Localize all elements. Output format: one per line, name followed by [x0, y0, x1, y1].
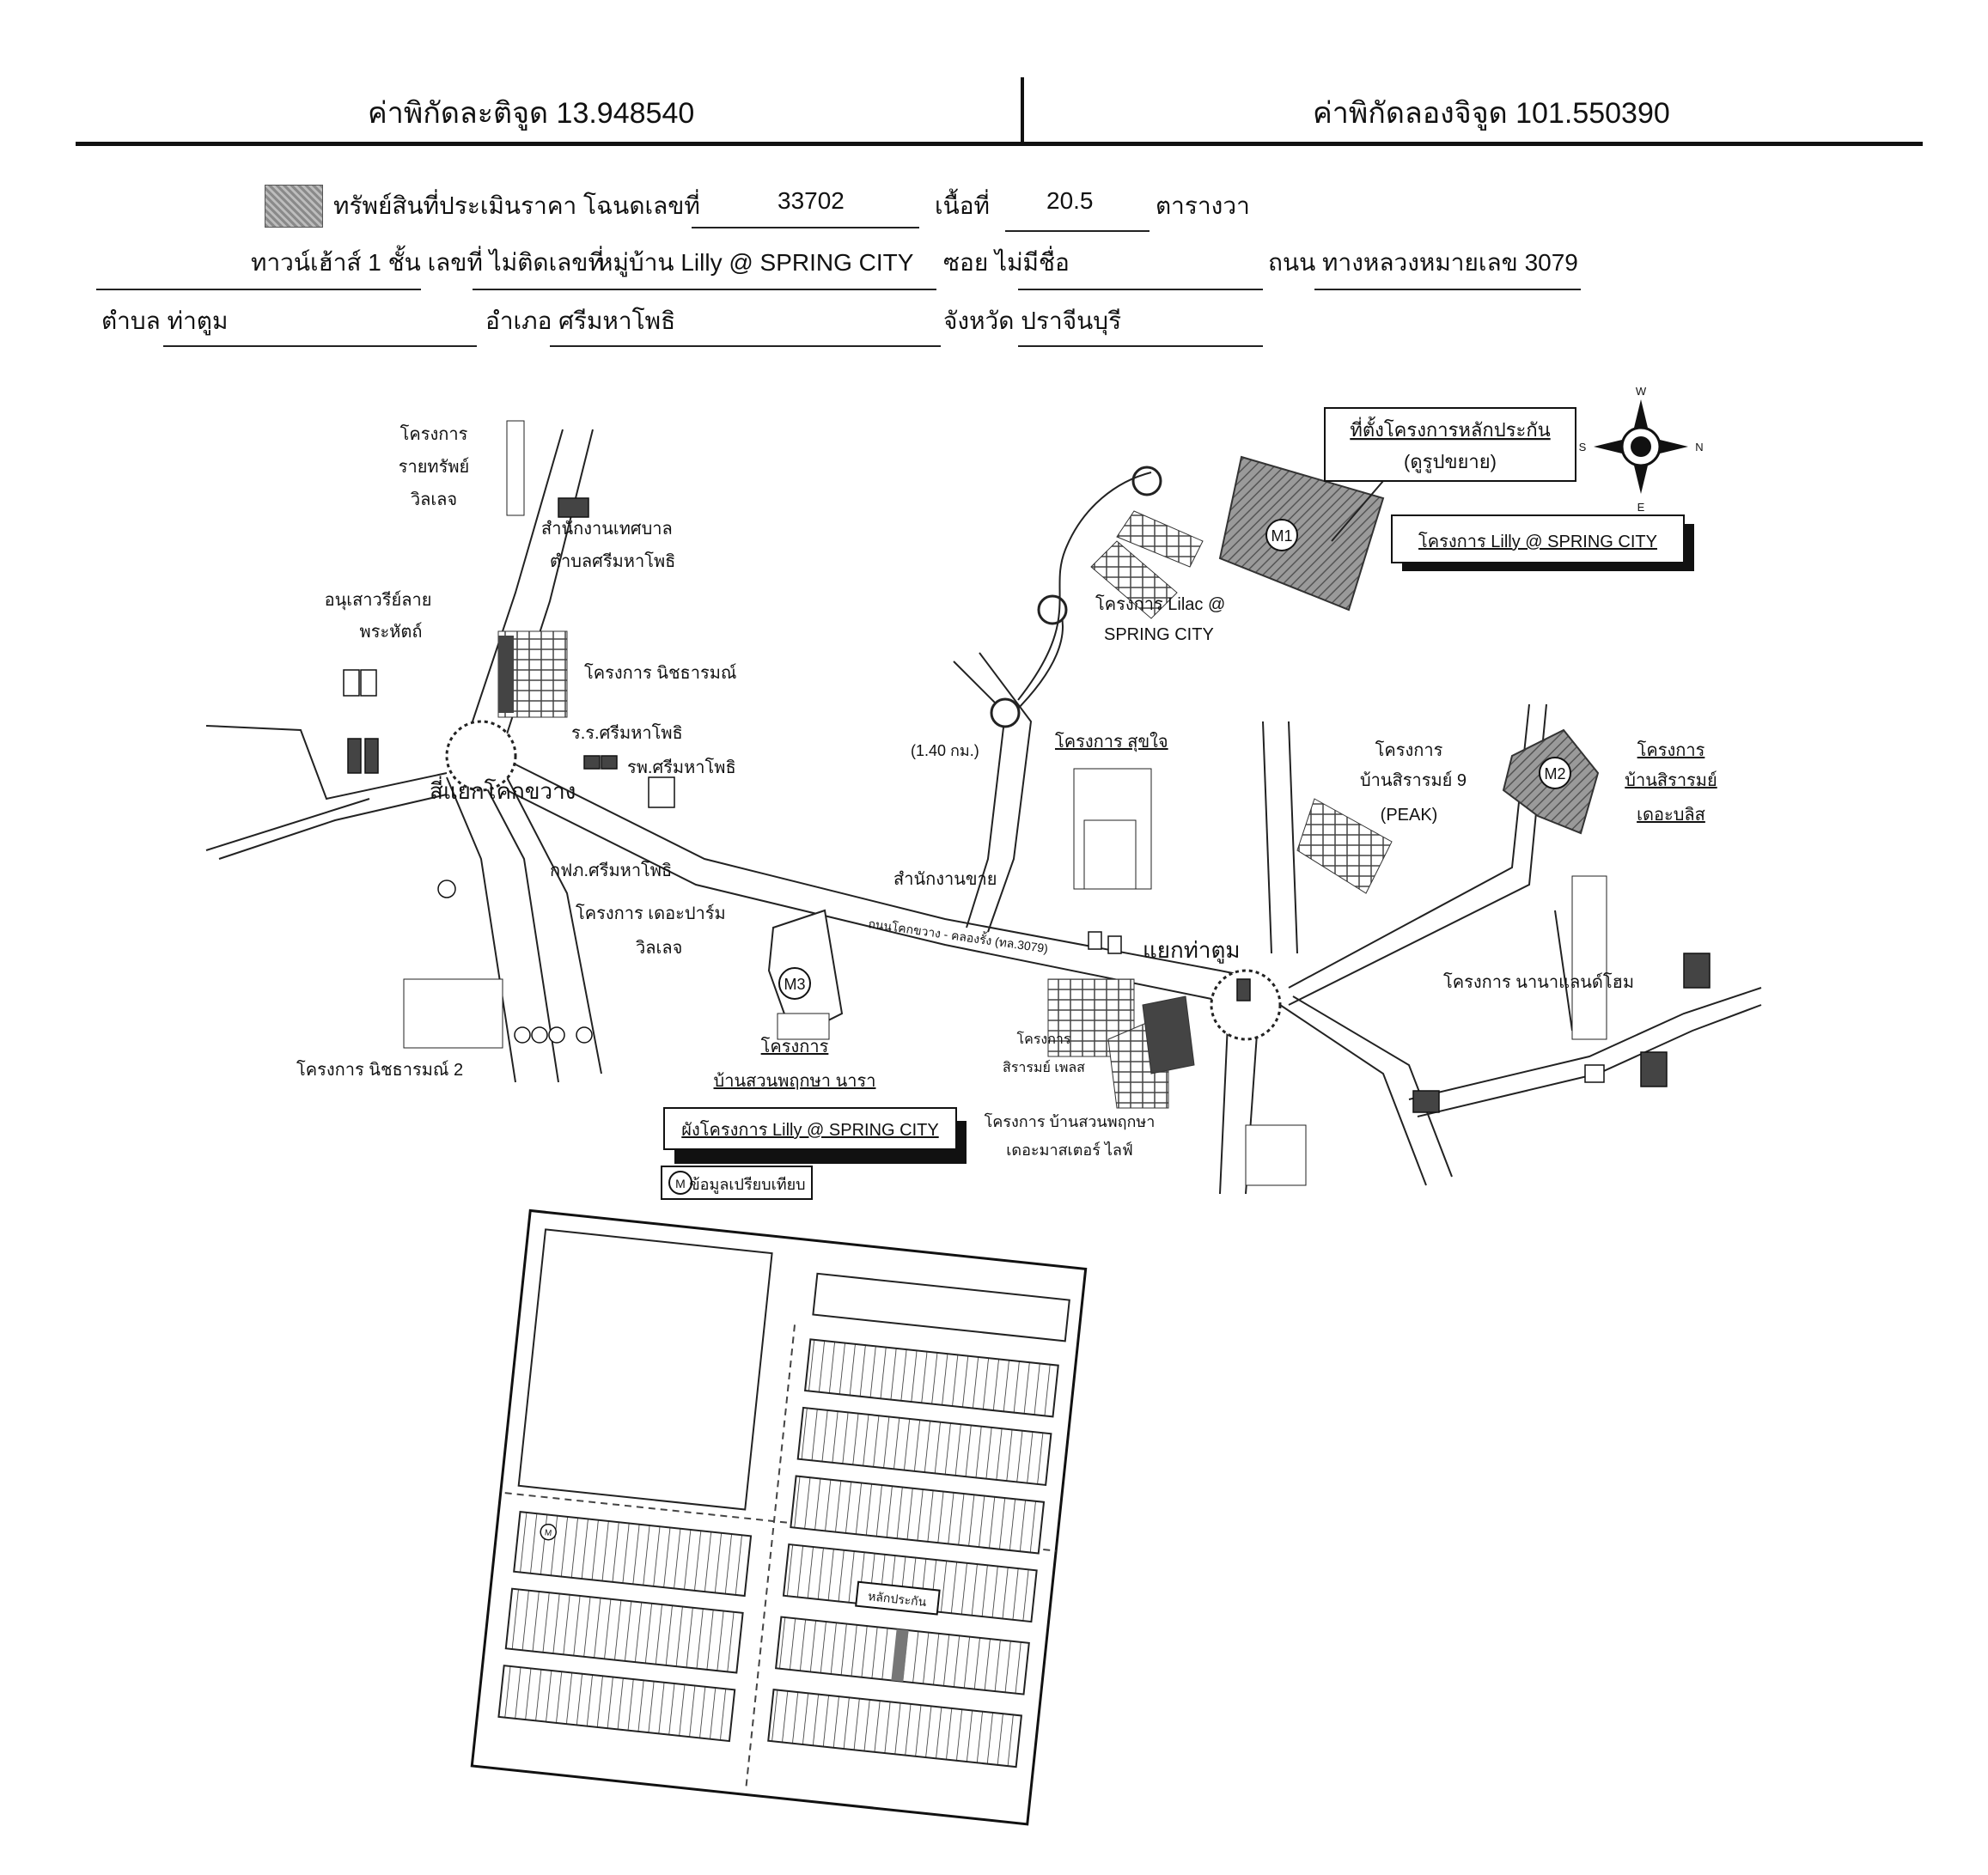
label-distance: (1.40 กม.) [911, 742, 979, 759]
m3-label: M3 [784, 976, 805, 993]
m1-site: M1 [1090, 455, 1385, 619]
label-school: ร.ร.ศรีมหาโพธิ [571, 723, 683, 743]
label-monument-2: พระหัตถ์ [360, 622, 423, 642]
label-sirarom9-2: บ้านสิรารมย์ 9 [1360, 770, 1467, 790]
label-sirarom-1: โครงการ [1017, 1031, 1071, 1047]
deed-underline [692, 227, 919, 228]
coordinate-bar: ค่าพิกัดละติจูด 13.948540 ค่าพิกัดลองจิจ… [76, 52, 1923, 146]
latitude-text: ค่าพิกัดละติจูด 13.948540 [368, 97, 695, 130]
label-junction-kok: สี่แยกโคกขวาง [430, 776, 576, 804]
province-text: จังหวัด ปราจีนบุรี [943, 307, 1122, 334]
compass-icon: W E S N [1579, 385, 1704, 514]
collateral-box [855, 1580, 941, 1616]
label-lilac-2: SPRING CITY [1104, 625, 1214, 644]
area-underline [1005, 230, 1150, 232]
lilly-box-label: โครงการ Lilly @ SPRING CITY [1418, 532, 1657, 551]
subject-lot [891, 1628, 909, 1682]
label-sirarom-2: สิรารมย์ เพลส [1003, 1059, 1085, 1075]
house-underline [96, 289, 421, 290]
label-raisap-1: โครงการ [400, 424, 468, 444]
collateral-box-label: หลักประกัน [868, 1589, 928, 1609]
main-site-title: ที่ตั้งโครงการหลักประกัน [1350, 417, 1550, 441]
road-underline [1314, 289, 1581, 290]
lilly-plan-box: ผังโครงการ Lilly @ SPRING CITY [663, 1107, 967, 1164]
property-legend-swatch [265, 185, 323, 228]
compass-s: S [1579, 441, 1587, 454]
main-site-subtitle: (ดูรูปขยาย) [1404, 451, 1497, 473]
legend-m-box: M ข้อมูลเปรียบเทียบ [661, 1166, 813, 1200]
label-pruksa2-1: โครงการ บ้านสวนพฤกษา [985, 1112, 1156, 1130]
legend-text: ทรัพย์สินที่ประเมินราคา โฉนดเลขที่ [333, 192, 700, 219]
access-road [1017, 472, 1152, 701]
plan-m-marker: M [544, 1528, 552, 1538]
longitude-text: ค่าพิกัดลองจิจูด 101.550390 [1313, 97, 1670, 130]
label-monument-1: อนุเสาวรีย์ลาย [325, 590, 432, 611]
subdistrict-text: ตำบล ท่าตูม [101, 307, 229, 334]
label-office-2: ตำบลศรีมหาโพธิ [550, 551, 675, 571]
label-suanprueksa-1: โครงการ [761, 1037, 829, 1056]
district-text: อำเภอ ศรีมหาโพธิ [485, 307, 676, 334]
header-rule [76, 142, 1923, 146]
lilly-project-box: โครงการ Lilly @ SPRING CITY [1391, 514, 1694, 571]
road-text: ถนน ทางหลวงหมายเลข 3079 [1268, 249, 1578, 276]
label-sirarom9-1: โครงการ [1375, 740, 1443, 760]
label-suanprueksa-2: บ้านสวนพฤกษา นารา [714, 1072, 876, 1091]
label-pea: กฟภ.ศรีมหาโพธิ [550, 861, 672, 880]
label-junction-thatum: แยกท่าตูม [1143, 937, 1241, 964]
main-site-box: ที่ตั้งโครงการหลักประกัน (ดูรูปขยาย) [1324, 407, 1576, 482]
house-type: ทาวน์เฮ้าส์ 1 ชั้น เลขที่ ไม่ติดเลขที่ [251, 249, 604, 276]
province-underline [1018, 345, 1263, 347]
label-bliss-2: บ้านสิรารมย์ [1625, 770, 1717, 790]
label-nitcharn2: โครงการ นิชธารมณ์ 2 [296, 1060, 463, 1080]
compass-n: N [1695, 441, 1703, 454]
label-sukjai: โครงการ สุขใจ [1055, 732, 1168, 752]
label-therapalm-2: วิลเลจ [636, 939, 682, 958]
label-bliss-1: โครงการ [1637, 740, 1705, 760]
label-therapalm-1: โครงการ เดอะปาร์ม [576, 904, 726, 923]
site-plan: หลักประกัน M [470, 1208, 1088, 1826]
coordinate-divider [1021, 77, 1024, 142]
building-icons [343, 497, 1711, 1113]
village-underline [473, 289, 936, 290]
district-underline [550, 345, 941, 347]
label-bliss-3: เดอะบลิส [1637, 806, 1705, 825]
label-office-1: สำนักงานเทศบาล [541, 520, 673, 539]
m3-site: M3 [767, 909, 844, 1032]
compass-e: E [1637, 501, 1645, 514]
soi-underline [1018, 289, 1263, 290]
label-pruksa2-2: เดอะมาสเตอร์ ไลฟ์ [1006, 1141, 1132, 1159]
label-nana: โครงการ นานาแลนด์โฮม [1443, 972, 1634, 992]
label-hospital: รพ.ศรีมหาโพธิ [627, 758, 736, 777]
m2-site: M2 [1502, 728, 1600, 835]
label-district-office: สำนักงานขาย [893, 870, 997, 889]
lilly-plan-label: ผังโครงการ Lilly @ SPRING CITY [681, 1120, 938, 1140]
map-labels: โครงการ รายทรัพย์ วิลเลจ สำนักงานเทศบาล … [296, 424, 1717, 1159]
project-blocks [403, 420, 1607, 1186]
label-raisap-2: รายทรัพย์ [399, 457, 470, 477]
label-raisap-3: วิลเลจ [411, 490, 457, 509]
village-text: หมู่บ้าน Lilly @ SPRING CITY [597, 249, 914, 276]
area-label: เนื้อที่ [935, 192, 990, 219]
m2-label: M2 [1544, 765, 1565, 782]
roundabouts [445, 466, 1282, 1041]
compass-w: W [1636, 385, 1647, 398]
m1-label: M1 [1271, 527, 1292, 545]
subdistrict-underline [163, 345, 477, 347]
label-nitcharn: โครงการ นิชธารมณ์ [584, 663, 736, 683]
label-lilac-1: โครงการ Lilac @ [1095, 594, 1225, 614]
legend-m-text: ข้อมูลเปรียบเทียบ [689, 1176, 805, 1194]
label-sirarom9-3: (PEAK) [1381, 806, 1438, 825]
main-site-pointer [1331, 480, 1384, 542]
area-unit: ตารางวา [1156, 192, 1250, 219]
legend-m-letter: M [675, 1177, 686, 1190]
deed-number: 33702 [778, 187, 845, 214]
soi-text: ซอย ไม่มีชื่อ [943, 249, 1070, 276]
area-value: 20.5 [1046, 187, 1094, 214]
